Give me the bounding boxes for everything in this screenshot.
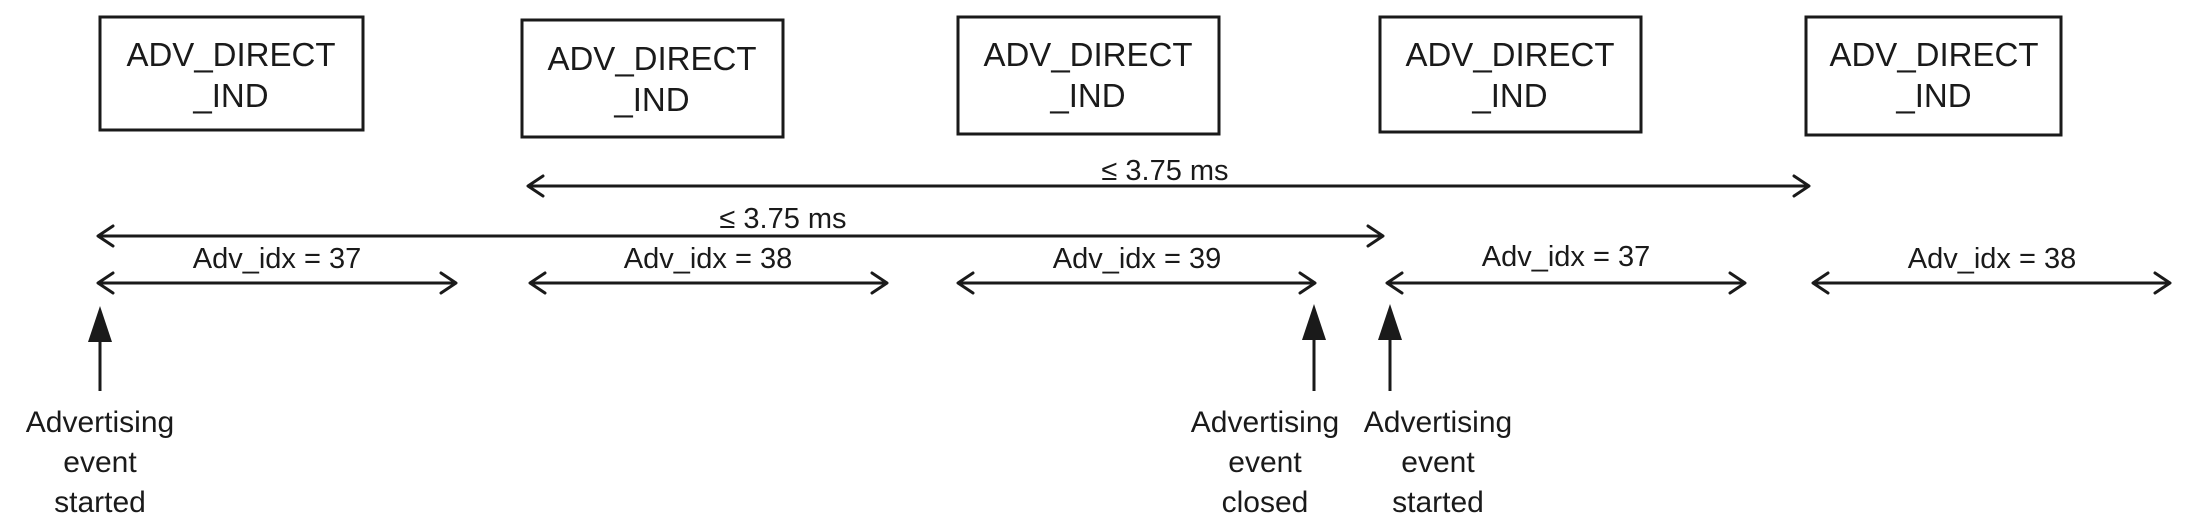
span-label: ≤ 3.75 ms (719, 203, 846, 235)
span-arrow-lower: ≤ 3.75 ms (96, 203, 1385, 248)
event-label-line: event (1401, 446, 1475, 479)
channel-label: Adv_idx = 39 (1053, 243, 1221, 275)
span-arrow-upper: ≤ 3.75 ms (526, 155, 1811, 198)
pdu-label-line2: _IND (192, 77, 268, 114)
event-label-line: event (63, 446, 137, 479)
pdu-label-line2: _IND (1049, 77, 1125, 114)
event-marker-started: Advertising event started (1364, 304, 1512, 519)
channel-label: Adv_idx = 38 (624, 243, 792, 275)
pdu-box: ADV_DIRECT _IND (956, 15, 1221, 136)
channel-label: Adv_idx = 37 (1482, 241, 1650, 273)
channel-label: Adv_idx = 37 (193, 243, 361, 275)
channel-arrow: Adv_idx = 37 (1385, 241, 1747, 295)
span-label: ≤ 3.75 ms (1101, 155, 1228, 187)
channel-label: Adv_idx = 38 (1908, 243, 2076, 275)
pdu-box: ADV_DIRECT _IND (520, 18, 785, 139)
channel-arrow: Adv_idx = 38 (1811, 243, 2172, 295)
pdu-label-line1: ADV_DIRECT (983, 36, 1192, 73)
channel-arrow: Adv_idx = 39 (956, 243, 1317, 295)
event-marker-closed: Advertising event closed (1191, 304, 1339, 519)
pdu-label-line1: ADV_DIRECT (547, 40, 756, 77)
pdu-label-line2: _IND (1895, 77, 1971, 114)
channel-arrow: Adv_idx = 37 (96, 243, 458, 295)
event-label-line: closed (1222, 486, 1309, 519)
pdu-label-line1: ADV_DIRECT (1405, 36, 1614, 73)
pdu-label-line2: _IND (1471, 77, 1547, 114)
event-marker-started: Advertising event started (26, 306, 174, 519)
pdu-box: ADV_DIRECT _IND (1804, 15, 2063, 137)
event-label-line: event (1228, 446, 1302, 479)
pdu-box: ADV_DIRECT _IND (98, 15, 365, 132)
event-label-line: Advertising (26, 406, 174, 439)
pdu-box: ADV_DIRECT _IND (1378, 15, 1643, 134)
pdu-label-line2: _IND (613, 81, 689, 118)
event-label-line: started (1392, 486, 1484, 519)
event-label-line: Advertising (1191, 406, 1339, 439)
channel-arrow: Adv_idx = 38 (528, 243, 889, 295)
event-label-line: started (54, 486, 146, 519)
pdu-label-line1: ADV_DIRECT (1829, 36, 2038, 73)
event-label-line: Advertising (1364, 406, 1512, 439)
pdu-label-line1: ADV_DIRECT (126, 36, 335, 73)
